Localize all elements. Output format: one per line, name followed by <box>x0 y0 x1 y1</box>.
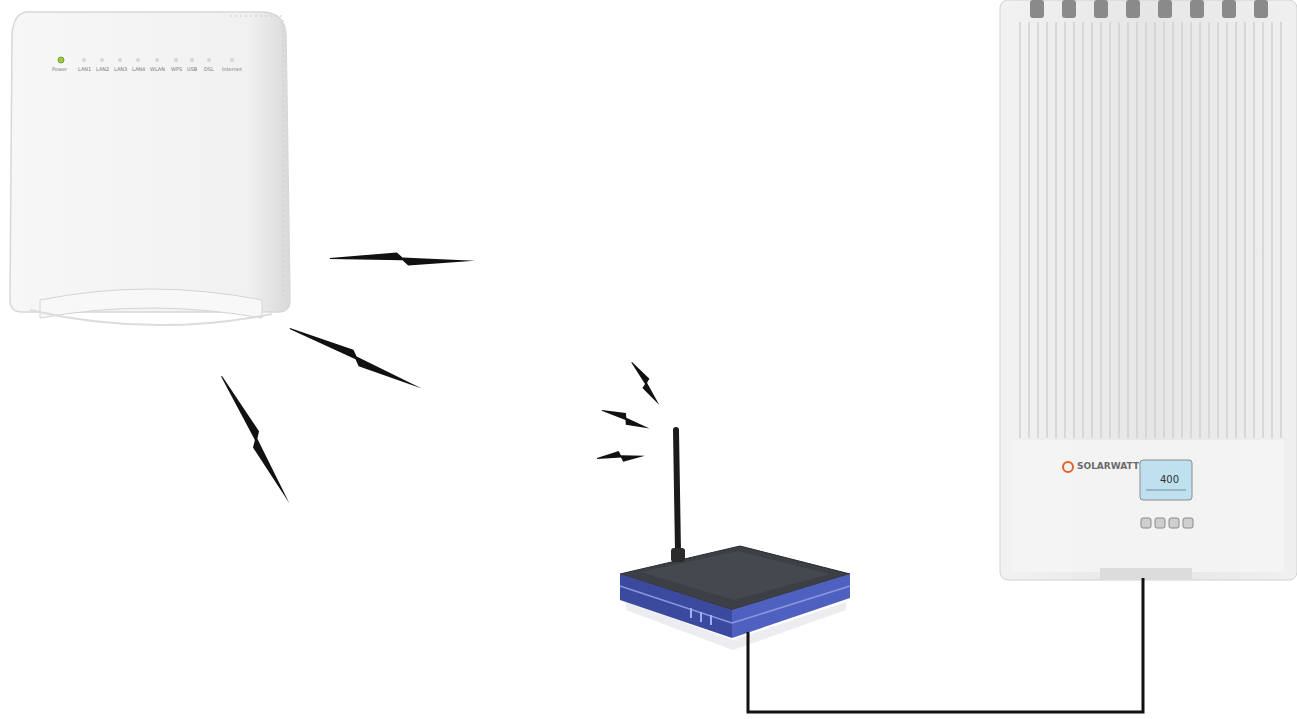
led-label: LAN3 <box>114 67 127 72</box>
housing-rib <box>1118 22 1120 438</box>
housing-rib <box>1091 22 1093 438</box>
housing-rib <box>1271 22 1273 438</box>
housing-rib <box>1172 22 1174 438</box>
router-device <box>10 12 290 325</box>
led-label: WPS <box>171 67 182 72</box>
housing-rib <box>1046 22 1048 438</box>
led-label: Power <box>52 67 67 72</box>
housing-rib <box>1226 22 1228 438</box>
housing-rib <box>1145 22 1147 438</box>
housing-rib <box>1262 22 1264 438</box>
housing-rib <box>1064 22 1066 438</box>
housing-rib <box>1199 22 1201 438</box>
network-cable <box>748 578 1143 712</box>
housing-rib <box>1235 22 1237 438</box>
housing-rib <box>1163 22 1165 438</box>
housing-rib <box>1280 22 1282 438</box>
led-label: USB <box>187 67 197 72</box>
housing-rib <box>1217 22 1219 438</box>
housing-rib <box>1127 22 1129 438</box>
housing-rib <box>1244 22 1246 438</box>
led-label: LAN4 <box>132 67 145 72</box>
housing-rib <box>1190 22 1192 438</box>
led-label: WLAN <box>150 67 165 72</box>
brand-logo: SOLARWATT <box>1077 462 1139 471</box>
led-label: LAN2 <box>96 67 109 72</box>
led-label: Internet <box>222 67 242 72</box>
housing-rib <box>1028 22 1030 438</box>
led-label: LAN1 <box>78 67 91 72</box>
housing-rib <box>1109 22 1111 438</box>
housing-rib <box>1208 22 1210 438</box>
housing-rib <box>1019 22 1021 438</box>
housing-rib <box>1082 22 1084 438</box>
housing-rib <box>1037 22 1039 438</box>
led-label: DSL <box>204 67 214 72</box>
access-point-device <box>620 430 850 650</box>
housing-rib <box>1154 22 1156 438</box>
wireless-signal <box>216 252 475 506</box>
display-value: 400 <box>1160 475 1179 485</box>
housing-rib <box>1181 22 1183 438</box>
housing-rib <box>1073 22 1075 438</box>
housing-rib <box>1136 22 1138 438</box>
housing-rib <box>1100 22 1102 438</box>
housing-rib <box>1253 22 1255 438</box>
inverter-device <box>1000 0 1297 580</box>
wireless-signal <box>597 359 665 463</box>
housing-rib <box>1055 22 1057 438</box>
